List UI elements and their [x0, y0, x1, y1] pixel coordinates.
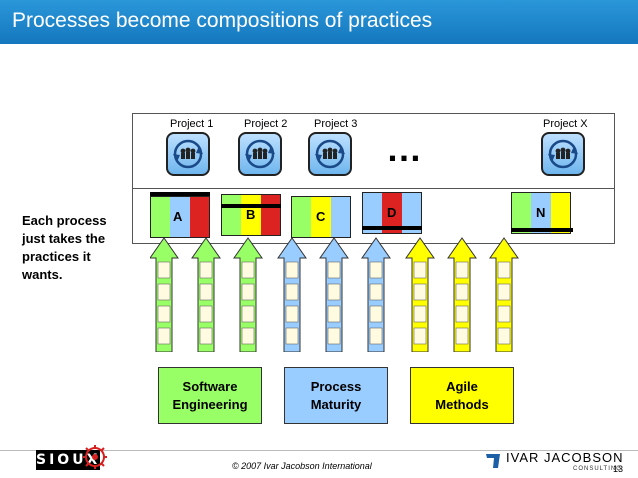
process-d-label: D	[387, 205, 397, 220]
practice-card	[497, 283, 511, 301]
process-d-bottom-bar	[362, 226, 422, 230]
process-a: A	[150, 196, 210, 238]
copyright: © 2007 Ivar Jacobson International	[232, 461, 372, 471]
sioux-logo: SIOUX	[36, 450, 101, 470]
practice-card	[157, 327, 171, 345]
practice-card	[285, 261, 299, 279]
practice-card	[285, 327, 299, 345]
process-b-label: B	[246, 207, 256, 222]
sioux-emblem-icon	[83, 445, 107, 469]
practice-card	[369, 261, 383, 279]
practice-card	[497, 305, 511, 323]
practice-card	[199, 327, 213, 345]
practice-card	[455, 283, 469, 301]
title-bar: Processes become compositions of practic…	[0, 0, 638, 44]
process-n: N	[511, 192, 571, 234]
practice-card	[327, 305, 341, 323]
practice-card	[241, 327, 255, 345]
category-process-maturity: Process Maturity	[284, 367, 388, 424]
process-c-label: C	[316, 209, 326, 224]
ellipsis: …	[386, 128, 424, 169]
practice-card	[199, 283, 213, 301]
practice-card	[241, 305, 255, 323]
side-text: Each process just takes the practices it…	[22, 213, 107, 282]
category-software-engineering: Software Engineering	[158, 367, 262, 424]
practice-card	[285, 283, 299, 301]
category-agile-methods: Agile Methods	[410, 367, 514, 424]
panel-divider	[133, 188, 614, 189]
practice-card	[497, 261, 511, 279]
practice-card	[199, 305, 213, 323]
project-label-3: Project 3	[314, 118, 358, 130]
process-b: B	[221, 194, 281, 236]
project-label-1: Project 1	[170, 118, 214, 130]
practice-card	[413, 261, 427, 279]
process-b-mid-bar	[221, 204, 281, 208]
practice-card	[327, 261, 341, 279]
practice-card	[455, 261, 469, 279]
practice-card	[413, 327, 427, 345]
practice-card	[413, 305, 427, 323]
footer-divider	[0, 450, 638, 451]
practice-card	[327, 283, 341, 301]
practice-card	[369, 327, 383, 345]
team-cycle-icon	[166, 132, 210, 176]
practice-card	[327, 327, 341, 345]
practice-card	[241, 283, 255, 301]
practice-card	[497, 327, 511, 345]
process-n-bottom-bar	[511, 228, 573, 232]
page-number: 13	[613, 464, 624, 474]
practice-card	[199, 261, 213, 279]
project-label-x: Project X	[543, 118, 588, 130]
practice-card	[157, 283, 171, 301]
practice-card	[455, 327, 469, 345]
project-label-2: Project 2	[244, 118, 288, 130]
process-a-top-bar	[150, 192, 210, 196]
ivar-jacobson-sub: CONSULTING	[573, 466, 622, 472]
team-cycle-icon	[541, 132, 585, 176]
practice-card	[285, 305, 299, 323]
practice-card	[369, 305, 383, 323]
process-d: D	[362, 192, 422, 234]
team-cycle-icon	[308, 132, 352, 176]
slide-title: Processes become compositions of practic…	[12, 9, 433, 32]
practice-card	[157, 305, 171, 323]
practice-card	[369, 283, 383, 301]
team-cycle-icon	[238, 132, 282, 176]
process-c: C	[291, 196, 351, 238]
practice-card	[241, 261, 255, 279]
ivar-jacobson-logo: IVAR JACOBSON	[506, 450, 624, 465]
process-n-label: N	[536, 205, 546, 220]
ivar-jacobson-mark-icon	[486, 454, 500, 468]
process-a-label: A	[173, 209, 183, 224]
practice-card	[413, 283, 427, 301]
practice-arrows	[150, 237, 519, 352]
practice-card	[157, 261, 171, 279]
practice-card	[455, 305, 469, 323]
